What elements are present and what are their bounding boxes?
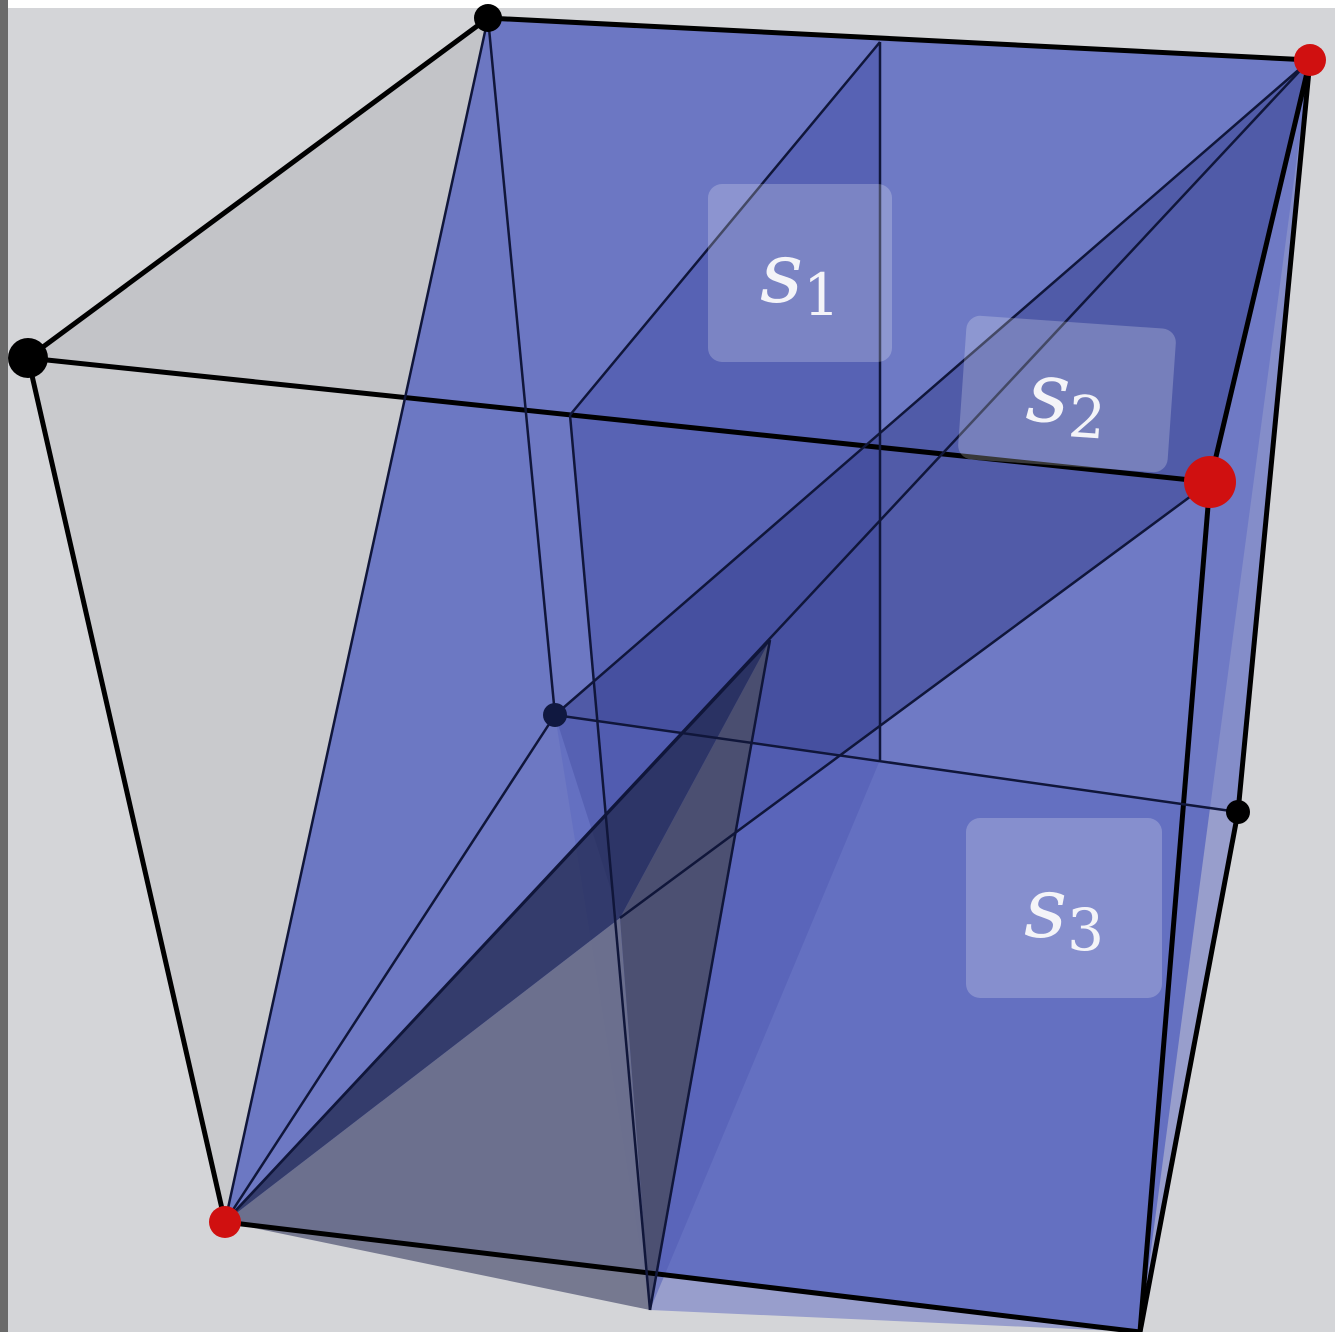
vertex-black: [8, 338, 48, 378]
vertex-red: [1294, 44, 1326, 76]
label-s1-var: s: [759, 224, 804, 322]
dark-wedge-side: [620, 640, 770, 1310]
cube-edges: [25, 15, 1313, 1332]
label-s1-sub: 1: [803, 261, 840, 329]
vertex-red: [1184, 456, 1236, 508]
vertex-black: [1226, 800, 1250, 824]
grey-wedge-lower: [225, 918, 650, 1310]
label-s3-sub: 3: [1067, 896, 1104, 964]
label-s2-var: s: [1023, 342, 1074, 444]
label-s3-var: s: [1023, 859, 1068, 957]
vertex-black: [474, 4, 502, 32]
vertex-red: [209, 1206, 241, 1238]
inner-edges: [223, 17, 1311, 1311]
left-border: [0, 0, 8, 1332]
vertex-black: [543, 703, 567, 727]
label-s2-sub: 2: [1066, 382, 1108, 453]
